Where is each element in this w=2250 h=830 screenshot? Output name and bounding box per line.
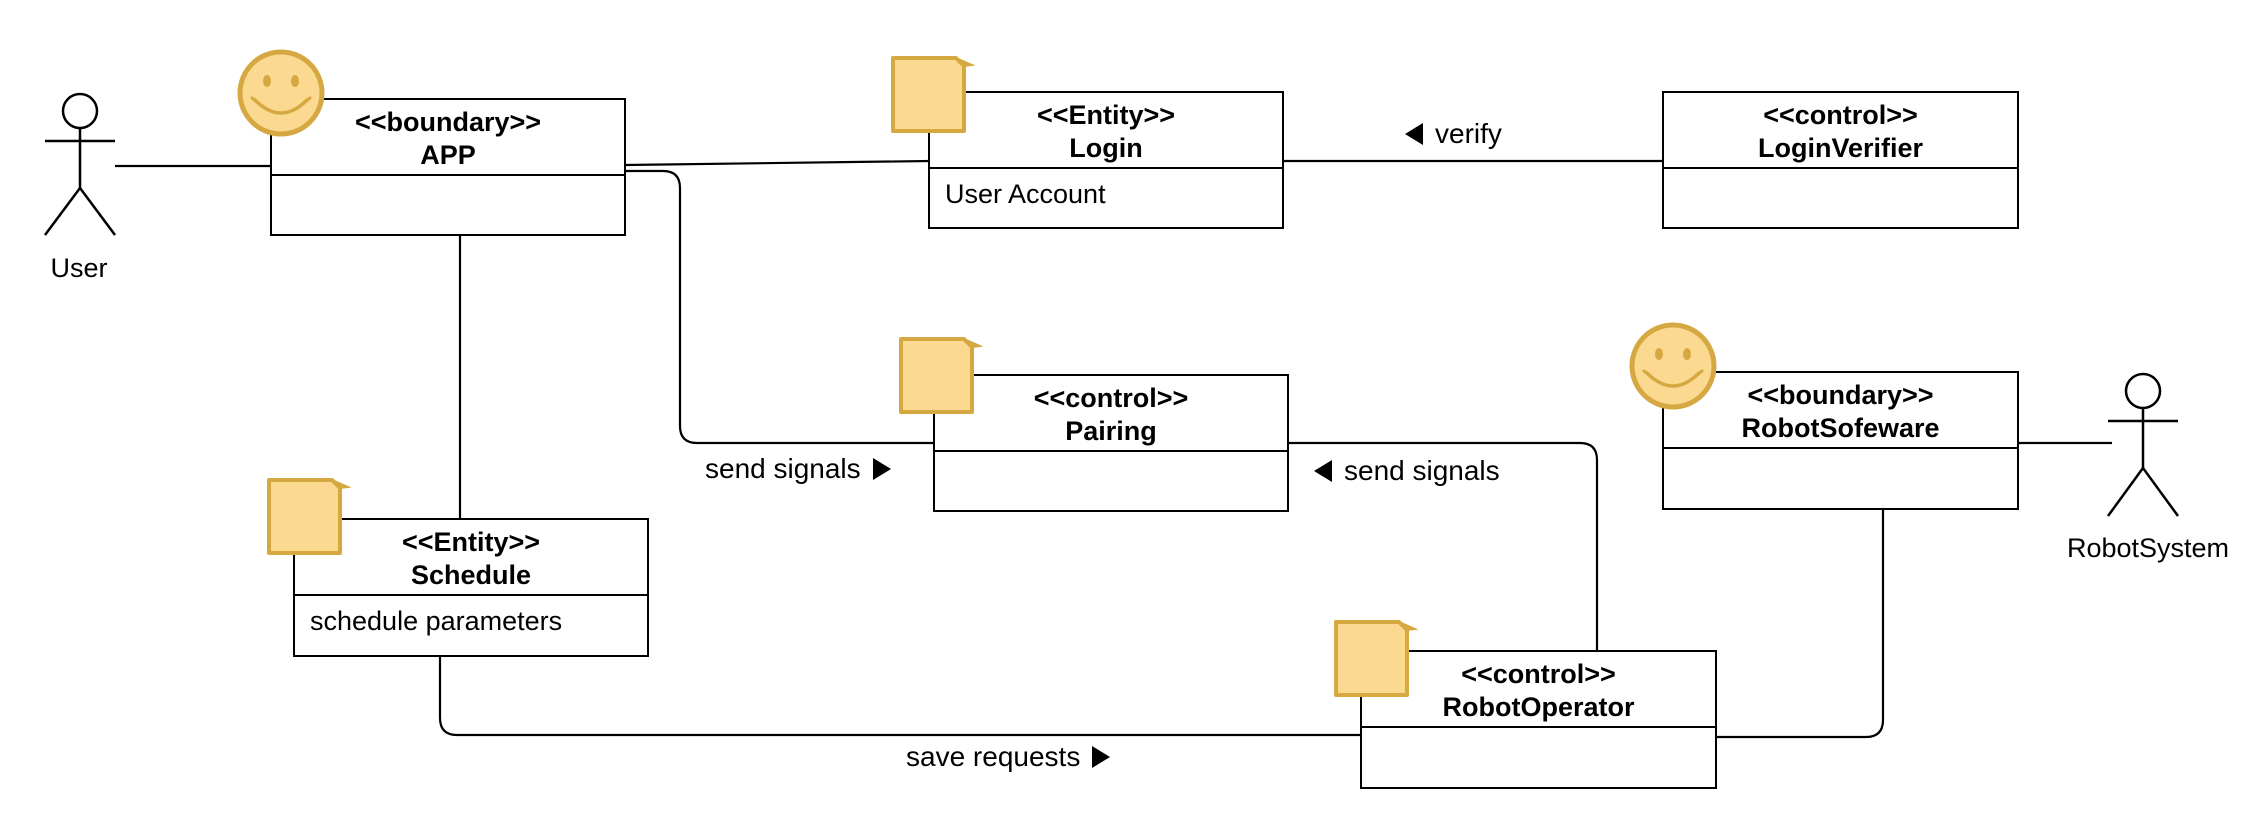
class-pairing-name: Pairing [1065,416,1157,446]
smiley-icon [1629,322,1717,410]
connector-schedule-operator [438,656,1362,737]
class-robotsofeware[interactable]: <<boundary>> RobotSofeware [1662,371,2019,510]
note-icon [267,478,351,555]
arrow-right-icon [1092,746,1111,768]
class-login-name: Login [1069,133,1143,163]
class-loginverifier-body [1664,169,2017,189]
class-robotoperator-body [1362,728,1715,748]
connector-app-login [624,159,931,167]
class-pairing-header: <<control>> Pairing [935,376,1287,452]
class-robotsofeware-header: <<boundary>> RobotSofeware [1664,373,2017,449]
actor-robotsystem-icon[interactable] [2103,372,2183,522]
label-send-signals-left: send signals [705,453,891,485]
class-app[interactable]: <<boundary>> APP [270,98,626,236]
class-robotsofeware-stereotype: <<boundary>> [1747,380,1934,410]
class-loginverifier-stereotype: <<control>> [1763,100,1918,130]
class-schedule-stereotype: <<Entity>> [401,527,541,557]
class-app-header: <<boundary>> APP [272,100,624,176]
class-robotoperator-stereotype: <<control>> [1461,659,1616,689]
class-login-header: <<Entity>> Login [930,93,1282,169]
note-icon [1334,620,1418,697]
label-verify: verify [1405,118,1502,150]
class-pairing-body [935,452,1287,472]
class-robotsofeware-name: RobotSofeware [1741,413,1940,443]
note-icon [891,56,975,133]
class-app-stereotype: <<boundary>> [354,107,542,137]
class-login-stereotype: <<Entity>> [1036,100,1176,130]
class-pairing[interactable]: <<control>> Pairing [933,374,1289,512]
connector-operator-robotsoftware [1715,509,1885,739]
class-robotoperator-name: RobotOperator [1442,692,1635,722]
arrow-right-icon [872,458,891,480]
label-send-signals-left-text: send signals [705,453,861,484]
class-robotoperator-header: <<control>> RobotOperator [1362,652,1715,728]
note-icon [899,337,983,414]
class-app-name: APP [420,140,476,170]
actor-user-label: User [50,253,108,283]
class-loginverifier[interactable]: <<control>> LoginVerifier [1662,91,2019,229]
arrow-left-icon [1314,460,1332,482]
class-loginverifier-name: LoginVerifier [1757,133,1924,163]
arrow-left-icon [1405,123,1423,145]
class-schedule-attribute: schedule parameters [310,606,563,636]
label-verify-text: verify [1435,118,1502,149]
label-send-signals-right: send signals [1314,455,1500,487]
class-robotoperator[interactable]: <<control>> RobotOperator [1360,650,1717,789]
connector-app-pairing [625,169,935,445]
class-login-attribute: User Account [945,179,1106,209]
actor-user-icon[interactable] [40,90,120,240]
class-schedule-header: <<Entity>> Schedule [295,520,647,596]
class-pairing-stereotype: <<control>> [1033,383,1189,413]
connector-pairing-operator [1287,441,1599,652]
class-loginverifier-header: <<control>> LoginVerifier [1664,93,2017,169]
smiley-icon [237,49,325,137]
class-schedule[interactable]: <<Entity>> Schedule schedule parameters [293,518,649,657]
class-schedule-name: Schedule [410,560,532,590]
label-save-requests: save requests [906,741,1111,773]
class-app-body [272,176,624,196]
class-robotsofeware-body [1664,449,2017,469]
label-save-requests-text: save requests [906,741,1081,772]
class-login[interactable]: <<Entity>> Login User Account [928,91,1284,229]
actor-robotsystem-label: RobotSystem [2066,533,2230,563]
label-send-signals-right-text: send signals [1344,455,1500,486]
